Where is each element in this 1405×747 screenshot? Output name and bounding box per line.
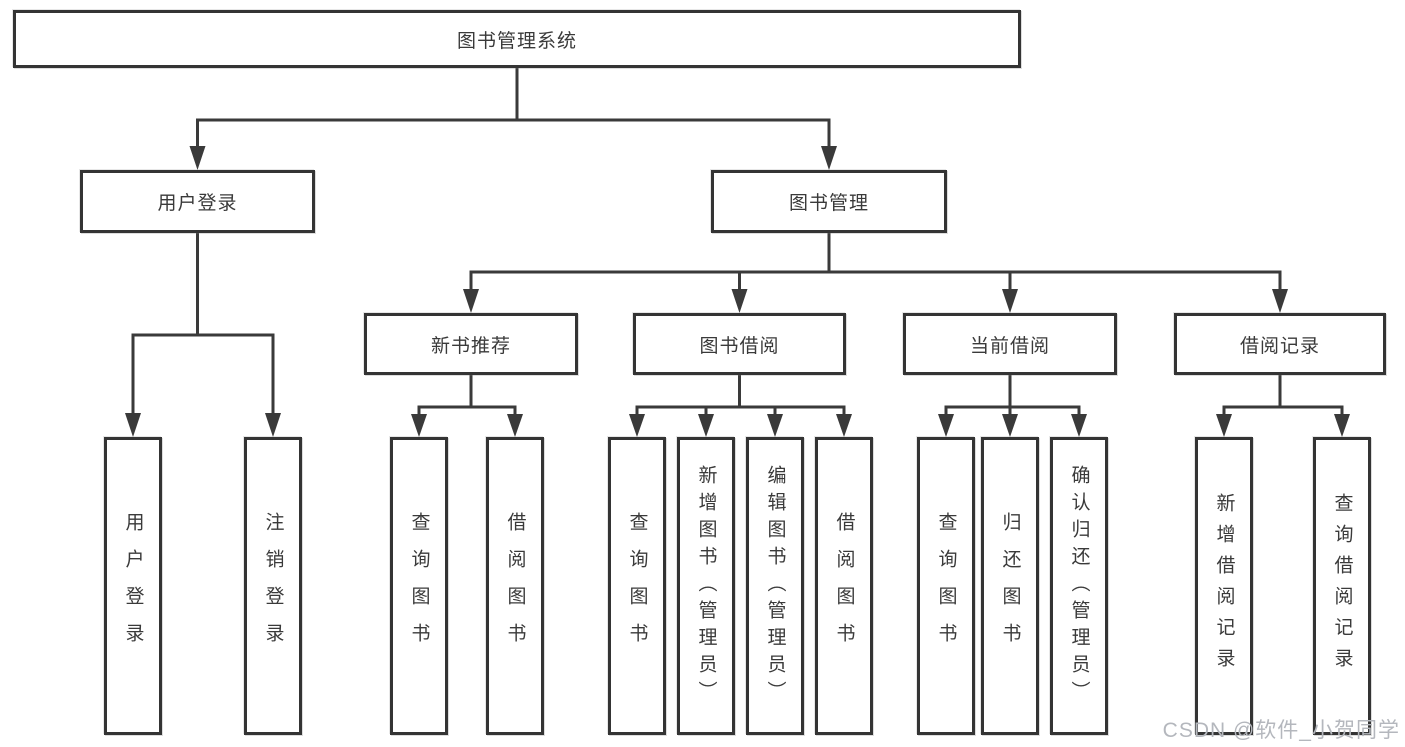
node-book-borrow: 图书借阅 [633,313,846,375]
arrowhead-leaf-newbooks-query [411,414,427,437]
node-book-borrow-label: 图书借阅 [699,335,780,357]
node-user-login: 用户登录 [80,170,315,233]
leaf-newbooks-query-label: 查询图书 [408,512,430,660]
arrowhead-leaf-current-query [938,414,954,437]
arrowhead-leaf-borrow-add [698,414,714,437]
leaf-user-login-label: 用户登录 [122,512,144,660]
node-new-book-recommend-label: 新书推荐 [430,335,511,357]
node-library-system-label: 图书管理系统 [456,30,577,52]
leaf-records-add: 新增借阅记录 [1195,437,1253,735]
leaf-newbooks-query: 查询图书 [390,437,448,735]
leaf-current-query: 查询图书 [917,437,975,735]
arrowhead-leaf-borrow-query [629,414,645,437]
leaf-records-add-label: 新增借阅记录 [1213,493,1235,679]
node-book-management: 图书管理 [711,170,947,233]
arrowhead-leaf-borrow-borrow [836,414,852,437]
leaf-borrow-edit-label: 编辑图书（管理员） [764,464,786,708]
leaf-current-return-label: 归还图书 [999,512,1021,660]
leaf-records-query-label: 查询借阅记录 [1331,493,1353,679]
leaf-borrow-add-label: 新增图书（管理员） [695,464,717,708]
leaf-borrow-query: 查询图书 [608,437,666,735]
arrowhead-book-borrow [731,289,748,313]
node-current-borrow-label: 当前借阅 [969,335,1050,357]
arrowhead-leaf-user-login [125,413,141,437]
leaf-newbooks-borrow: 借阅图书 [486,437,544,735]
node-borrow-records: 借阅记录 [1174,313,1386,375]
leaf-logout-label: 注销登录 [262,512,284,660]
leaf-current-query-label: 查询图书 [935,512,957,660]
leaf-current-confirm-label: 确认归还（管理员） [1068,464,1090,708]
arrowhead-leaf-records-add [1216,414,1232,437]
arrowhead-borrow-records [1272,289,1288,313]
arrowhead-leaf-borrow-edit [767,414,783,437]
node-user-login-label: 用户登录 [157,193,238,214]
node-borrow-records-label: 借阅记录 [1239,335,1320,357]
leaf-borrow-borrow: 借阅图书 [815,437,873,735]
leaf-current-confirm: 确认归还（管理员） [1050,437,1108,735]
leaf-records-query: 查询借阅记录 [1313,437,1371,735]
leaf-borrow-borrow-label: 借阅图书 [833,512,855,660]
node-current-borrow: 当前借阅 [903,313,1117,375]
leaf-borrow-add: 新增图书（管理员） [677,437,735,735]
leaf-current-return: 归还图书 [981,437,1039,735]
leaf-user-login: 用户登录 [104,437,162,735]
node-library-system: 图书管理系统 [13,10,1021,68]
arrowhead-current-borrow [1002,289,1018,313]
node-book-management-label: 图书管理 [788,193,869,214]
csdn-watermark: CSDN @软件_小贺同学 [1162,719,1400,742]
arrowhead-user-login [189,146,206,170]
arrowhead-leaf-logout [265,413,281,437]
leaf-borrow-edit: 编辑图书（管理员） [746,437,804,735]
arrowhead-leaf-current-return [1002,414,1018,437]
arrowhead-leaf-current-confirm [1071,414,1087,437]
arrowhead-leaf-records-query [1334,414,1350,437]
arrowhead-leaf-newbooks-borrow [507,414,523,437]
arrowhead-new-books [463,289,479,313]
leaf-newbooks-borrow-label: 借阅图书 [504,512,526,660]
leaf-logout: 注销登录 [244,437,302,735]
leaf-borrow-query-label: 查询图书 [626,512,648,660]
arrowhead-book-mgmt [821,146,837,170]
node-new-book-recommend: 新书推荐 [364,313,578,375]
